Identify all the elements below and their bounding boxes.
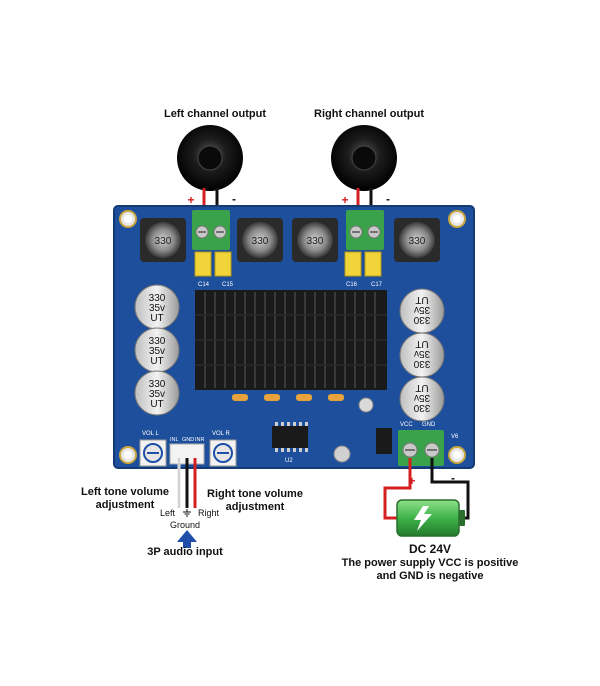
left-volume-potentiometer[interactable]: VOL L (139, 431, 167, 467)
power-note-label: The power supply VCC is positive and GND… (341, 557, 519, 582)
svg-text:330: 330 (252, 236, 269, 247)
svg-text:C16: C16 (346, 282, 358, 288)
svg-text:UT: UT (415, 294, 428, 305)
svg-text:330: 330 (155, 236, 172, 247)
left-plus-marker: + (187, 193, 195, 207)
heatsink (195, 290, 387, 390)
svg-text:UT: UT (150, 356, 163, 367)
svg-text:U2: U2 (285, 458, 293, 464)
svg-text:35v: 35v (149, 346, 165, 357)
inductor: 330 (140, 218, 186, 262)
inductor: 330 (394, 218, 440, 262)
svg-text:330: 330 (149, 293, 166, 304)
svg-text:330: 330 (413, 402, 430, 413)
smd-components (232, 394, 374, 413)
svg-text:C15: C15 (222, 282, 234, 288)
power-wires (383, 458, 470, 520)
electrolytic-capacitor: 330 35v UT (134, 370, 180, 416)
left-channel-output-label: Left channel output (163, 108, 267, 120)
svg-text:V6: V6 (451, 434, 459, 440)
input-ground-label: Ground (170, 520, 201, 530)
svg-text:35v: 35v (414, 304, 430, 315)
svg-text:UT: UT (150, 399, 163, 410)
svg-text:35v: 35v (149, 303, 165, 314)
arrow-up-icon (177, 530, 197, 548)
svg-text:35v: 35v (414, 348, 430, 359)
right-tone-label: Right tone volume adjustment (207, 488, 303, 513)
power-terminal: VCC GND V6 (398, 422, 459, 466)
svg-text:VCC: VCC (400, 422, 413, 428)
battery-minus-marker: - (451, 471, 455, 485)
svg-text:330: 330 (413, 314, 430, 325)
electrolytic-capacitor: 330 35v UT (399, 332, 445, 378)
svg-text:C14: C14 (198, 282, 210, 288)
right-output-terminal (346, 210, 384, 250)
dc-voltage-label: DC 24V (408, 542, 452, 556)
svg-text:VOL L: VOL L (142, 431, 159, 437)
inductor: 330 (292, 218, 338, 262)
right-minus-marker: - (386, 192, 390, 206)
svg-text:VOL R: VOL R (212, 431, 230, 437)
svg-text:35v: 35v (414, 392, 430, 403)
svg-text:GND: GND (422, 422, 436, 428)
audio-input-label: 3P audio input (147, 546, 223, 558)
svg-text:GND: GND (182, 437, 194, 443)
right-plus-marker: + (341, 193, 349, 207)
svg-text:INL: INL (170, 437, 179, 443)
electrolytic-capacitor: 330 35v UT (134, 327, 180, 373)
audio-input-wires (177, 458, 197, 508)
right-channel-output-label: Right channel output (314, 108, 424, 120)
electrolytic-capacitor: 330 35v UT (134, 284, 180, 330)
svg-text:UT: UT (415, 382, 428, 393)
electrolytic-capacitor: 330 35v UT (399, 376, 445, 422)
svg-text:C17: C17 (371, 282, 383, 288)
electrolytic-capacitor: 330 35v UT (399, 288, 445, 334)
battery-icon (396, 499, 465, 537)
left-minus-marker: - (232, 192, 236, 206)
inductor: 330 (237, 218, 283, 262)
ic-chip: U2 (272, 422, 308, 464)
small-capacitor (333, 445, 351, 463)
right-speaker-icon (331, 125, 397, 191)
svg-text:330: 330 (413, 358, 430, 369)
right-volume-potentiometer[interactable]: VOL R (209, 431, 237, 467)
ground-symbol-icon (183, 509, 191, 517)
film-capacitors-left: C14 C15 (194, 251, 234, 288)
svg-text:330: 330 (409, 236, 426, 247)
input-left-label: Left (160, 508, 176, 518)
svg-text:UT: UT (150, 313, 163, 324)
film-capacitors-right: C16 C17 (344, 251, 383, 288)
left-tone-label: Left tone volume adjustment (80, 486, 169, 511)
left-output-terminal (192, 210, 230, 250)
diode-component (376, 428, 392, 454)
svg-text:UT: UT (415, 338, 428, 349)
svg-text:330: 330 (149, 379, 166, 390)
left-speaker-icon (177, 125, 243, 191)
battery-plus-marker: + (408, 474, 416, 488)
input-right-label: Right (198, 508, 220, 518)
svg-text:330: 330 (149, 336, 166, 347)
svg-text:INR: INR (195, 437, 205, 443)
svg-text:330: 330 (307, 236, 324, 247)
svg-text:35v: 35v (149, 389, 165, 400)
